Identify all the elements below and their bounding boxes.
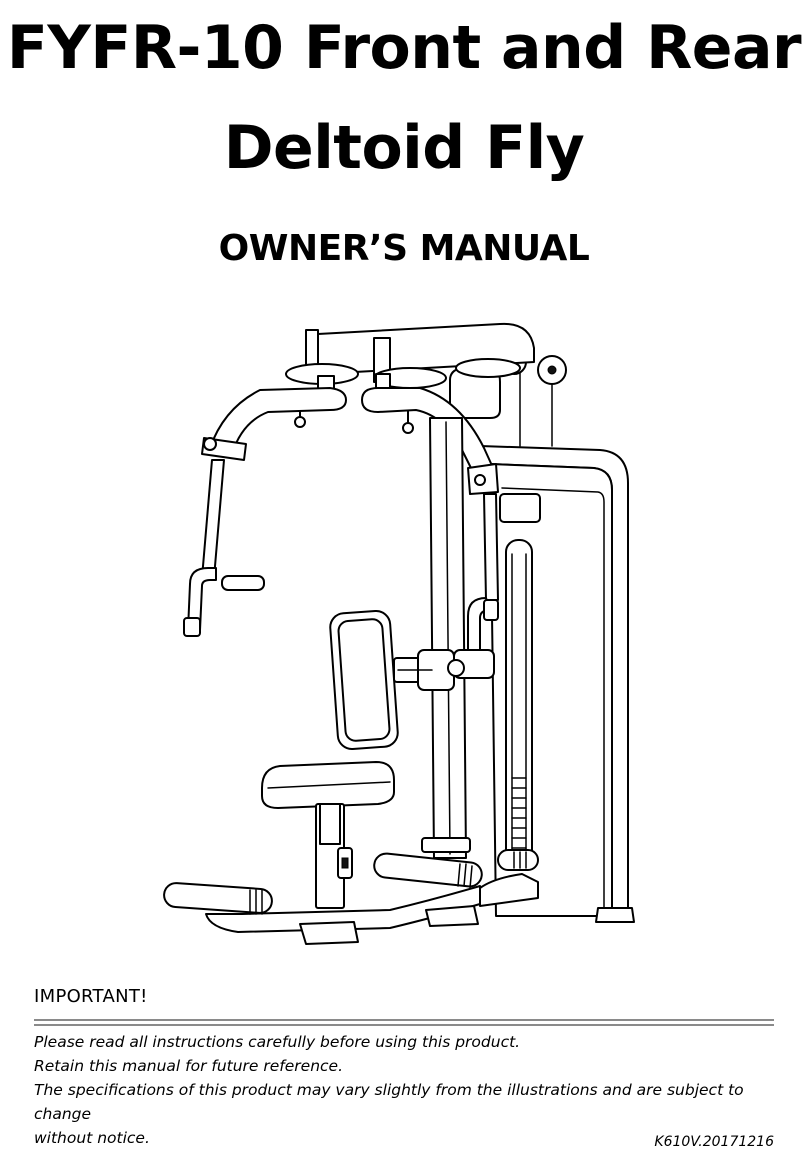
note-line: without notice. (34, 1129, 150, 1147)
note-line: The specifications of this product may v… (34, 1081, 744, 1123)
note-line: Retain this manual for future reference. (34, 1057, 344, 1075)
manual-subtitle: OWNER’S MANUAL (218, 228, 590, 269)
important-notes: Please read all instructions carefully b… (34, 1030, 784, 1150)
document-version: K610V.20171216 (654, 1134, 774, 1150)
divider-rule-top (34, 1019, 774, 1021)
important-heading: IMPORTANT! (34, 986, 148, 1007)
divider-rule-bottom (34, 1024, 774, 1026)
manual-title-line-2: Deltoid Fly (223, 113, 585, 183)
rear-deltoid-fly-machine-icon (163, 322, 635, 945)
manual-title-line-1: FYFR-10 Front and Rear (6, 13, 802, 83)
note-line: Please read all instructions carefully b… (34, 1033, 521, 1051)
